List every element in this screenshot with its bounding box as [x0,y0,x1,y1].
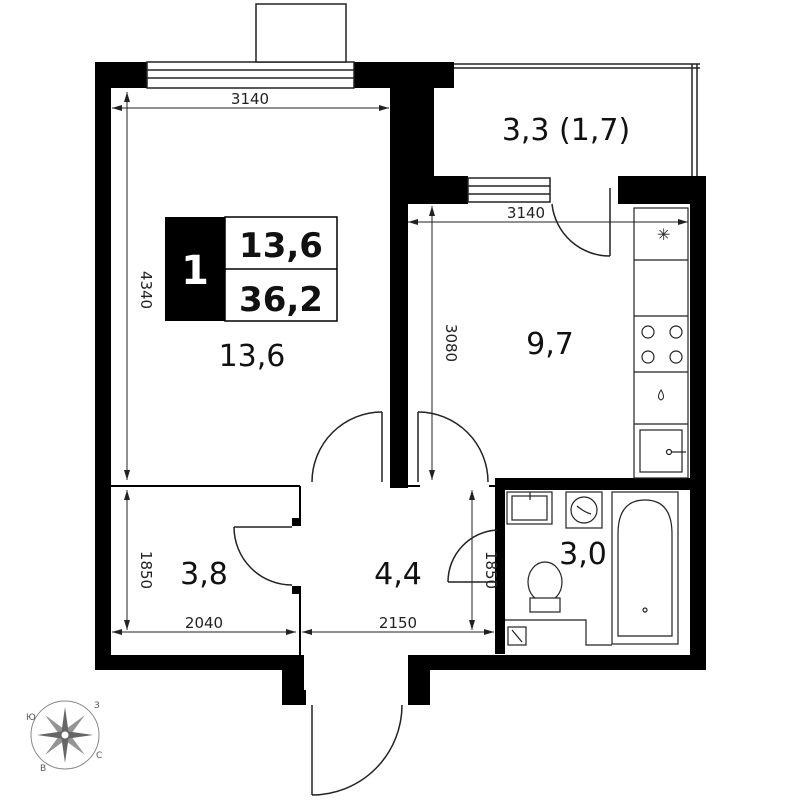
dim-living-width: 3140 [231,90,269,108]
wall-partition [390,88,408,488]
wall-entrance-right [408,655,430,705]
compass-label-north: С [96,751,102,761]
dim-living-height: 4340 [137,271,155,309]
partition-block [292,586,300,594]
dimension-arrows [112,92,688,635]
compass-icon: Ю З В С [26,700,102,774]
window-kitchen [467,177,551,203]
room-area-balcony: 3,3 (1,7) [502,113,630,148]
partition-block [497,521,505,529]
stove-icon [641,325,683,364]
bathroom-fixtures [505,491,679,646]
wall-entrance-left-flap [290,690,306,705]
wall-left [95,62,111,670]
dim-storage-height: 1850 [137,551,155,589]
water-drop-icon [658,389,664,401]
wall-right [690,176,706,670]
compass-label-south: Ю [26,713,36,723]
room-area-living: 13,6 [219,339,286,374]
wall-top-mid [354,62,454,88]
wall-kitchen-top-a [434,176,468,204]
dimension-lines [112,92,688,633]
wall-bottom-right [410,655,706,670]
compass-label-east: В [40,764,46,774]
badge-total-area: 36,2 [239,280,323,320]
badge-living-area: 13,6 [239,226,323,266]
dim-kitchen-width: 3140 [507,204,545,222]
apartment-badge: 1 13,6 36,2 [165,216,338,322]
doors [233,188,611,796]
chimney-box [255,3,347,63]
dim-hallway-width: 2150 [379,614,417,632]
compass-label-west: З [94,701,100,711]
room-area-hallway: 4,4 [374,557,422,592]
dim-bathroom-height: 1850 [482,551,500,589]
wall-top-left [95,62,147,88]
partition-block [292,518,300,526]
wall-bath-top [495,478,690,490]
wall-kitchen-top-left [408,88,434,204]
window-top [146,61,355,89]
balcony-outline [454,63,700,176]
thin-partitions [111,485,495,655]
dim-kitchen-height: 3080 [442,324,460,362]
fridge-icon: ✳ [657,225,670,244]
badge-room-count: 1 [181,248,209,294]
room-area-kitchen: 9,7 [526,327,574,362]
walls [95,62,706,705]
wall-bath-left [495,478,505,654]
room-area-storage: 3,8 [180,557,228,592]
dim-storage-width: 2040 [185,614,223,632]
kitchen-sink-icon [639,429,686,473]
badge-rooms-box [165,217,225,321]
wall-bottom-left [95,655,295,670]
room-area-bathroom: 3,0 [559,537,607,572]
